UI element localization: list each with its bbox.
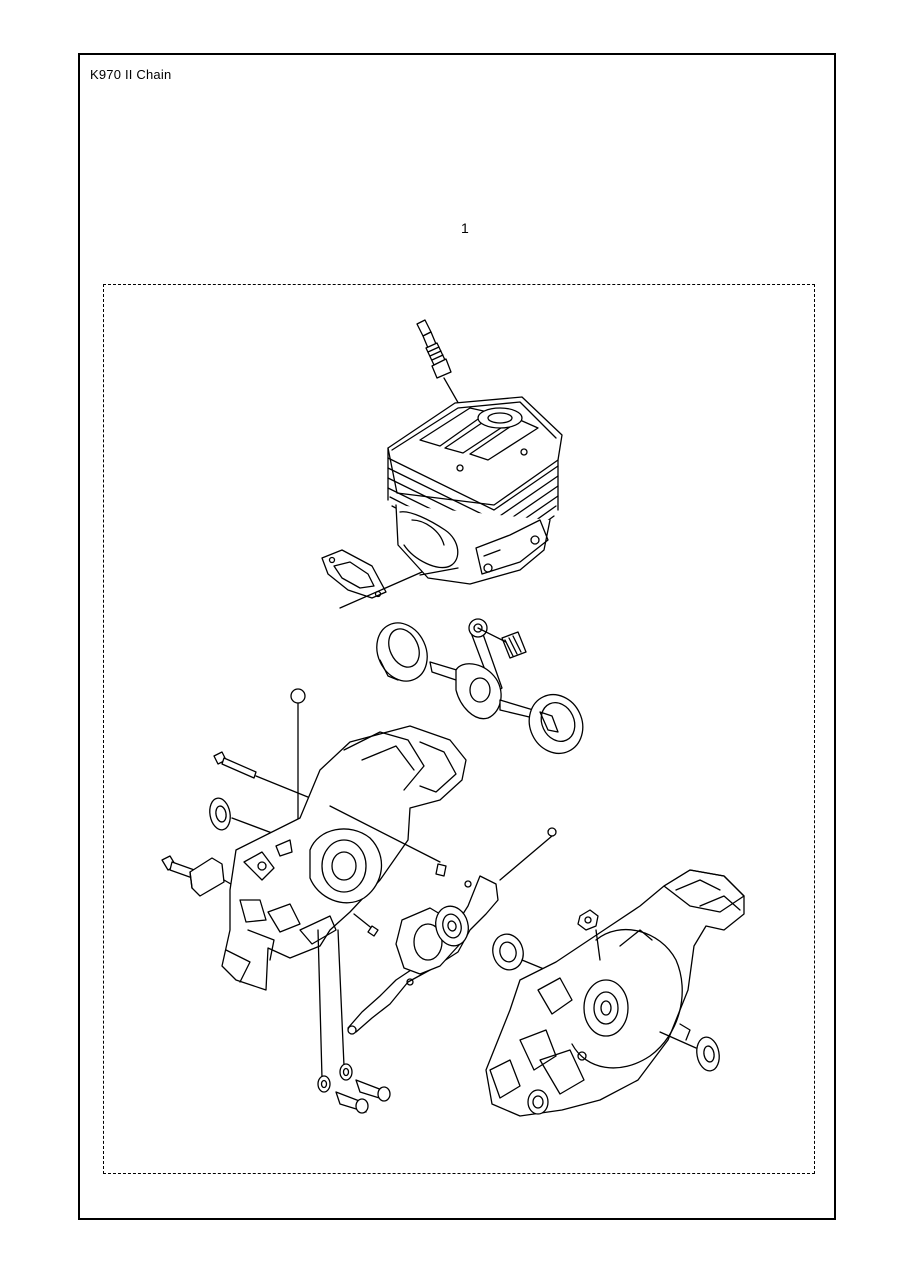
mounting-screws xyxy=(318,930,390,1113)
document-title: K970 II Chain xyxy=(90,67,172,82)
item-number: 1 xyxy=(461,220,469,236)
crankcase-half-left xyxy=(162,689,466,990)
crankcase-half-right xyxy=(486,870,744,1116)
page-frame: K970 II Chain 1 xyxy=(78,53,836,1220)
oil-seal-right xyxy=(660,1032,722,1073)
ball-bearing-left xyxy=(431,903,472,950)
cylinder xyxy=(388,397,562,584)
needle-bearing xyxy=(478,628,526,658)
crankshaft xyxy=(368,615,593,763)
assembly-boundary xyxy=(103,284,815,1174)
ball-bearing-right xyxy=(489,931,556,974)
cylinder-gasket xyxy=(322,550,422,608)
spark-plug xyxy=(417,320,460,406)
